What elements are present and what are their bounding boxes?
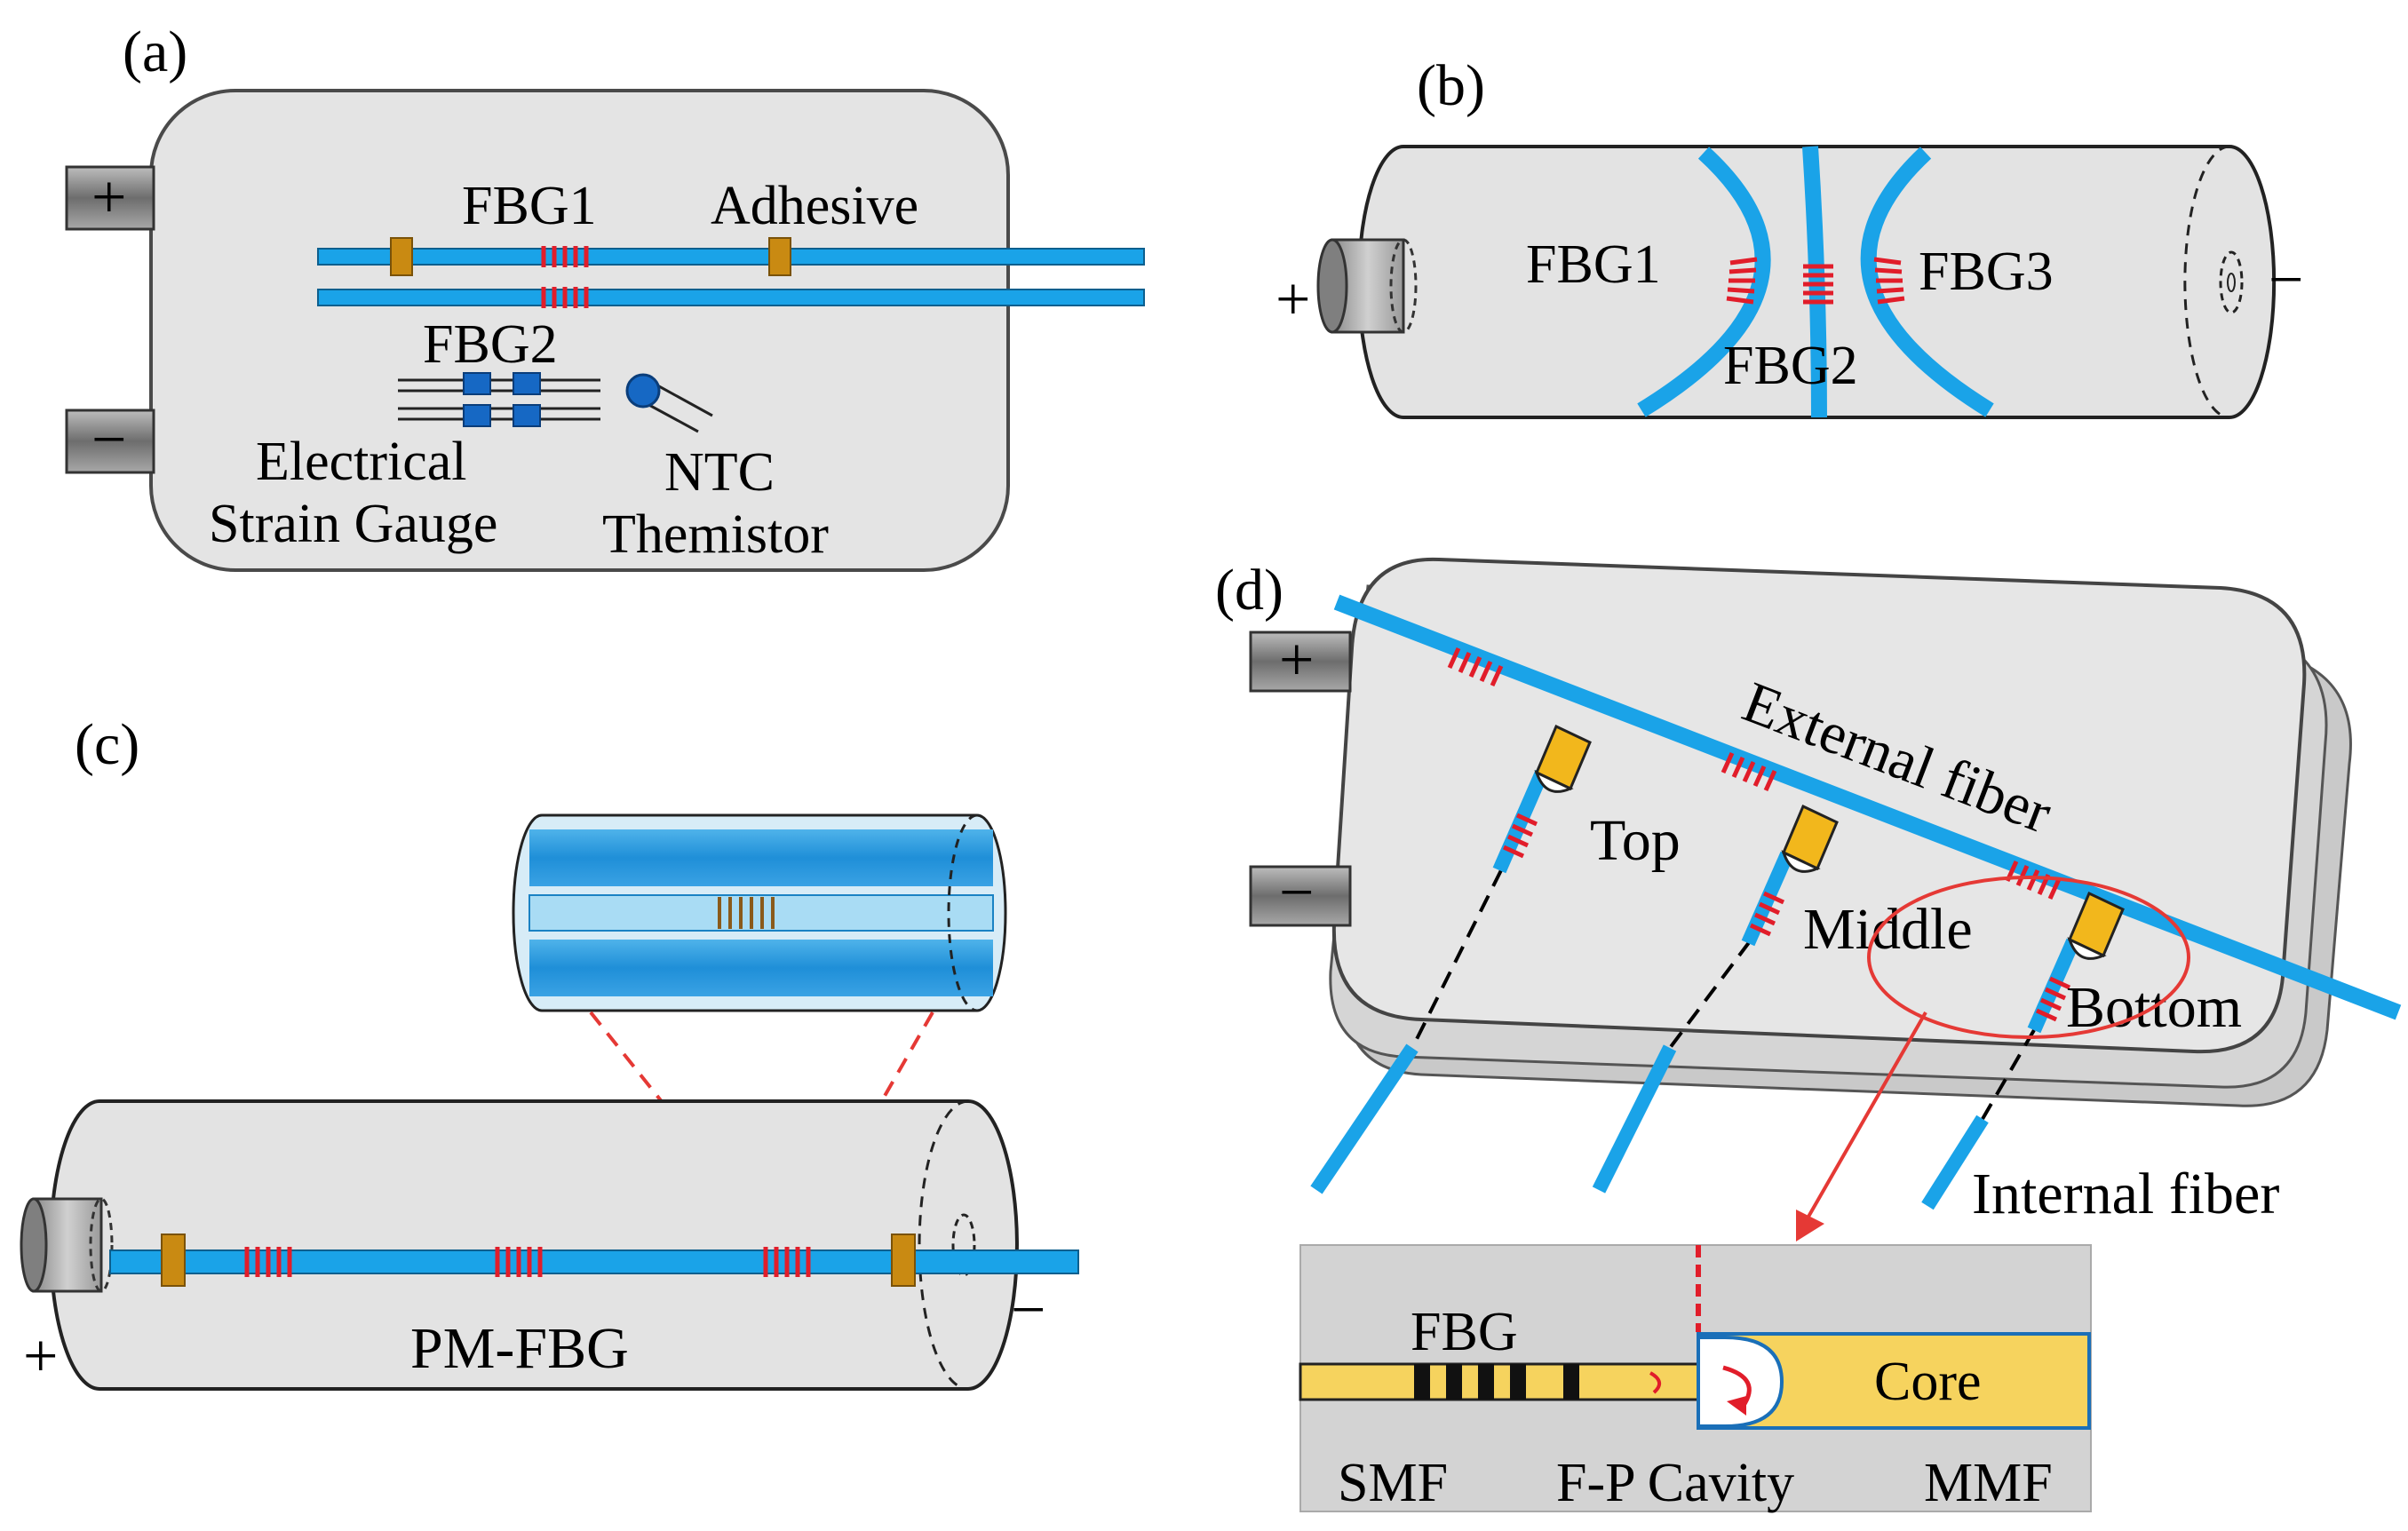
panel-a-label: (a) <box>123 20 187 84</box>
probe-top-label: Top <box>1590 808 1681 873</box>
fbg3-grating-b <box>1873 257 1905 305</box>
terminal-positive-b <box>1316 238 1418 334</box>
terminal-positive-symbol: + <box>91 163 126 232</box>
external-grating-2 <box>1721 751 1777 792</box>
inset-fbg-label: FBG <box>1411 1302 1518 1362</box>
panel-b-label: (b) <box>1417 53 1485 118</box>
fbg1-label-a: FBG1 <box>462 176 597 236</box>
internal-probe-bottom <box>1921 891 2125 1210</box>
panel-b: (b) + − <box>1276 53 2303 419</box>
adhesive-label-a: Adhesive <box>711 176 918 236</box>
fbg2-grating-a <box>541 287 589 308</box>
smf-grating <box>1414 1364 1579 1400</box>
fbg2-grating-b <box>1803 264 1833 305</box>
fiber-fbg1-b <box>1637 147 1771 417</box>
internal-probe-middle <box>1592 804 1839 1194</box>
fbg1-grating-a <box>541 246 589 267</box>
fp-cavity-inset: FBG Core SMF F-P Cavity MMF <box>1299 1244 2092 1513</box>
strain-gauge-icon <box>398 372 600 427</box>
panel-d: (d) + − External fiber <box>1215 557 2402 1513</box>
ntc-label-line2: Themistor <box>602 504 829 565</box>
adhesive-pad-right-c <box>891 1234 916 1287</box>
fbg2-label-a: FBG2 <box>423 314 558 375</box>
external-fiber <box>1333 594 2402 1020</box>
pm-fbg-grating-2 <box>495 1247 543 1277</box>
terminal-negative-a: − <box>65 406 155 474</box>
panel-a: (a) + − FBG1 Adhesive FBG2 <box>65 20 1145 572</box>
external-grating-1 <box>1447 647 1504 687</box>
inset-mmf-label: MMF <box>1924 1453 2053 1513</box>
inset-smf-label: SMF <box>1338 1453 1448 1513</box>
terminal-positive-c-symbol: + <box>23 1322 58 1391</box>
gauge-label-line1: Electrical <box>256 432 467 492</box>
terminal-positive-b-symbol: + <box>1276 266 1310 334</box>
fiber-fbg3-b <box>1860 147 1994 417</box>
terminal-negative-symbol: − <box>91 406 126 474</box>
zoom-arrow-d <box>1796 1011 1927 1241</box>
gauge-label-line2: Strain Gauge <box>209 494 497 554</box>
panel-c: (c) + − <box>20 712 1079 1391</box>
terminal-negative-d-symbol: − <box>1279 859 1314 927</box>
bottom-highlight-ellipse <box>1867 876 2190 1039</box>
pm-fiber-cross-section <box>512 813 1007 1012</box>
panel-d-label: (d) <box>1215 558 1283 623</box>
terminal-negative-b-symbol: − <box>2269 246 2303 314</box>
pm-grating-zoom <box>718 897 775 929</box>
terminal-positive-d-symbol: + <box>1279 626 1314 694</box>
ntc-label-line1: NTC <box>664 442 775 503</box>
adhesive-pad-left-a <box>390 237 413 276</box>
terminal-positive-c <box>20 1197 114 1293</box>
probe-middle-label: Middle <box>1803 897 1973 962</box>
ntc-thermistor-icon <box>625 373 713 433</box>
smf-fiber <box>1299 1362 1702 1401</box>
pm-fbg-grating-1 <box>244 1247 292 1277</box>
reflection-arrow-smf <box>1649 1371 1661 1394</box>
inset-fp-label: F-P Cavity <box>1556 1453 1794 1513</box>
fiber-lower-a <box>317 289 1145 306</box>
internal-fiber-label: Internal fiber <box>1972 1162 2279 1226</box>
fbg3-label-b: FBG3 <box>1919 242 2054 302</box>
panel-c-label: (c) <box>75 712 139 777</box>
fbg1-grating-b <box>1726 257 1758 305</box>
adhesive-pad-right-a <box>768 237 791 276</box>
pm-fbg-grating-3 <box>763 1247 811 1277</box>
inset-core-label: Core <box>1874 1352 1982 1412</box>
fiber-upper-a <box>317 248 1145 266</box>
terminal-negative-c-symbol: − <box>1011 1276 1045 1345</box>
pm-fbg-label: PM-FBG <box>410 1316 629 1381</box>
fp-cavity-shape <box>1697 1336 1784 1428</box>
battery-body-a <box>149 89 1010 572</box>
terminal-negative-d: − <box>1249 859 1352 927</box>
fbg2-label-b: FBG2 <box>1723 336 1858 396</box>
internal-probe-top <box>1310 724 1592 1194</box>
terminal-positive-a: + <box>65 163 155 232</box>
adhesive-pad-left-c <box>161 1234 186 1287</box>
fiber-c <box>109 1249 1079 1274</box>
fbg1-label-b: FBG1 <box>1526 234 1661 295</box>
terminal-positive-d: + <box>1249 626 1352 694</box>
